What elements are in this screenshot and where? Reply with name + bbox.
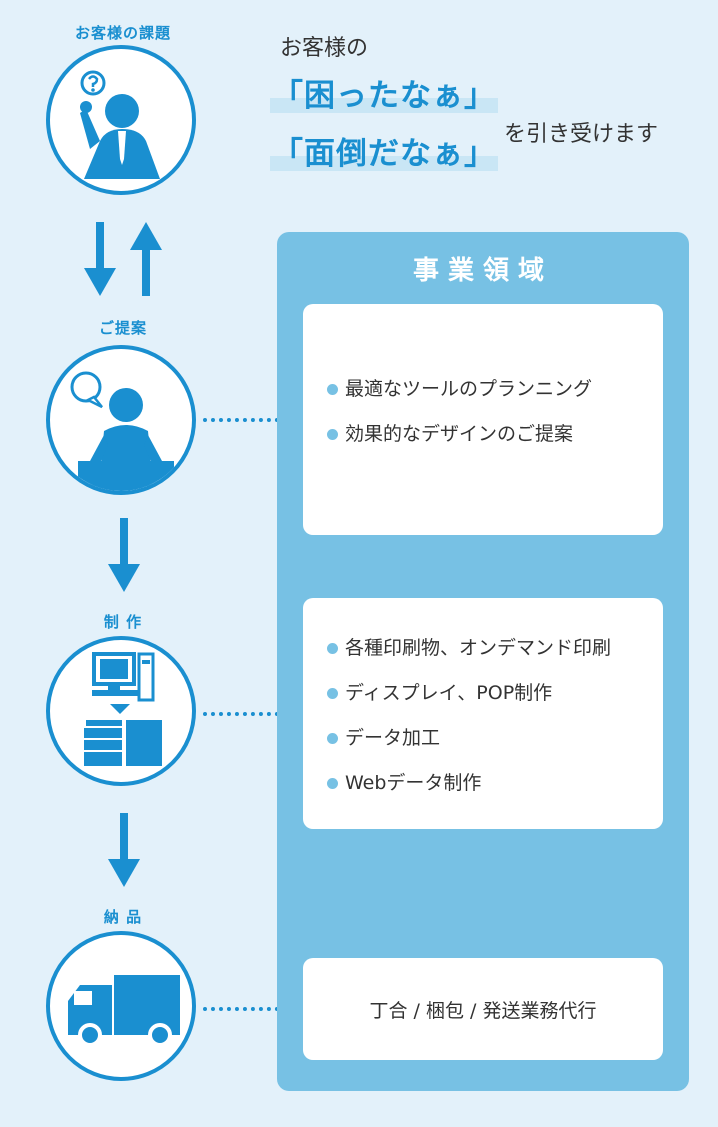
circle-issue xyxy=(46,45,196,195)
list-item: 効果的なデザインのご提案 xyxy=(327,412,592,457)
panel-title: 事業領域 xyxy=(412,256,553,286)
headline-outro: を引き受けます xyxy=(504,122,659,147)
arrow-down-icon xyxy=(108,518,140,592)
truck-icon xyxy=(68,975,180,1047)
computer-printer-icon xyxy=(84,652,162,766)
arrow-down-icon xyxy=(108,813,140,887)
list-item: 最適なツールのプランニング xyxy=(327,367,592,412)
list-item: ディスプレイ、POP制作 xyxy=(327,671,611,716)
arrow-down-icon xyxy=(84,222,116,296)
headline-line-1: 「困ったなぁ」 xyxy=(270,70,498,115)
business-domain-panel: 事業領域 最適なツールのプランニング 効果的なデザインのご提案 各種印刷物、オン… xyxy=(277,232,689,1091)
list-item: 各種印刷物、オンデマンド印刷 xyxy=(327,626,611,671)
list-item: Webデータ制作 xyxy=(327,761,611,806)
circle-production xyxy=(46,636,196,786)
step-label-production: 制 作 xyxy=(103,613,143,631)
headline-line-2: 「面倒だなぁ」 xyxy=(270,128,498,173)
circle-proposal xyxy=(46,345,196,495)
consultant-icon xyxy=(70,371,174,491)
delivery-services-text: 丁合 / 梱包 / 発送業務代行 xyxy=(369,1000,597,1022)
headline-intro: お客様の xyxy=(280,36,369,61)
step-label-delivery: 納 品 xyxy=(103,908,143,926)
arrow-up-icon xyxy=(130,222,162,296)
circle-delivery xyxy=(46,931,196,1081)
connector-dots xyxy=(203,418,303,422)
list-item: データ加工 xyxy=(327,716,611,761)
card-proposal: 最適なツールのプランニング 効果的なデザインのご提案 xyxy=(303,304,663,535)
card-production: 各種印刷物、オンデマンド印刷 ディスプレイ、POP制作 データ加工 Webデータ… xyxy=(303,598,663,829)
step-label-proposal: ご提案 xyxy=(98,319,147,337)
connector-dots xyxy=(203,712,303,716)
connector-dots xyxy=(203,1007,303,1011)
troubled-person-icon xyxy=(80,70,160,179)
step-label-issue: お客様の課題 xyxy=(74,24,171,42)
card-delivery: 丁合 / 梱包 / 発送業務代行 xyxy=(303,958,663,1060)
